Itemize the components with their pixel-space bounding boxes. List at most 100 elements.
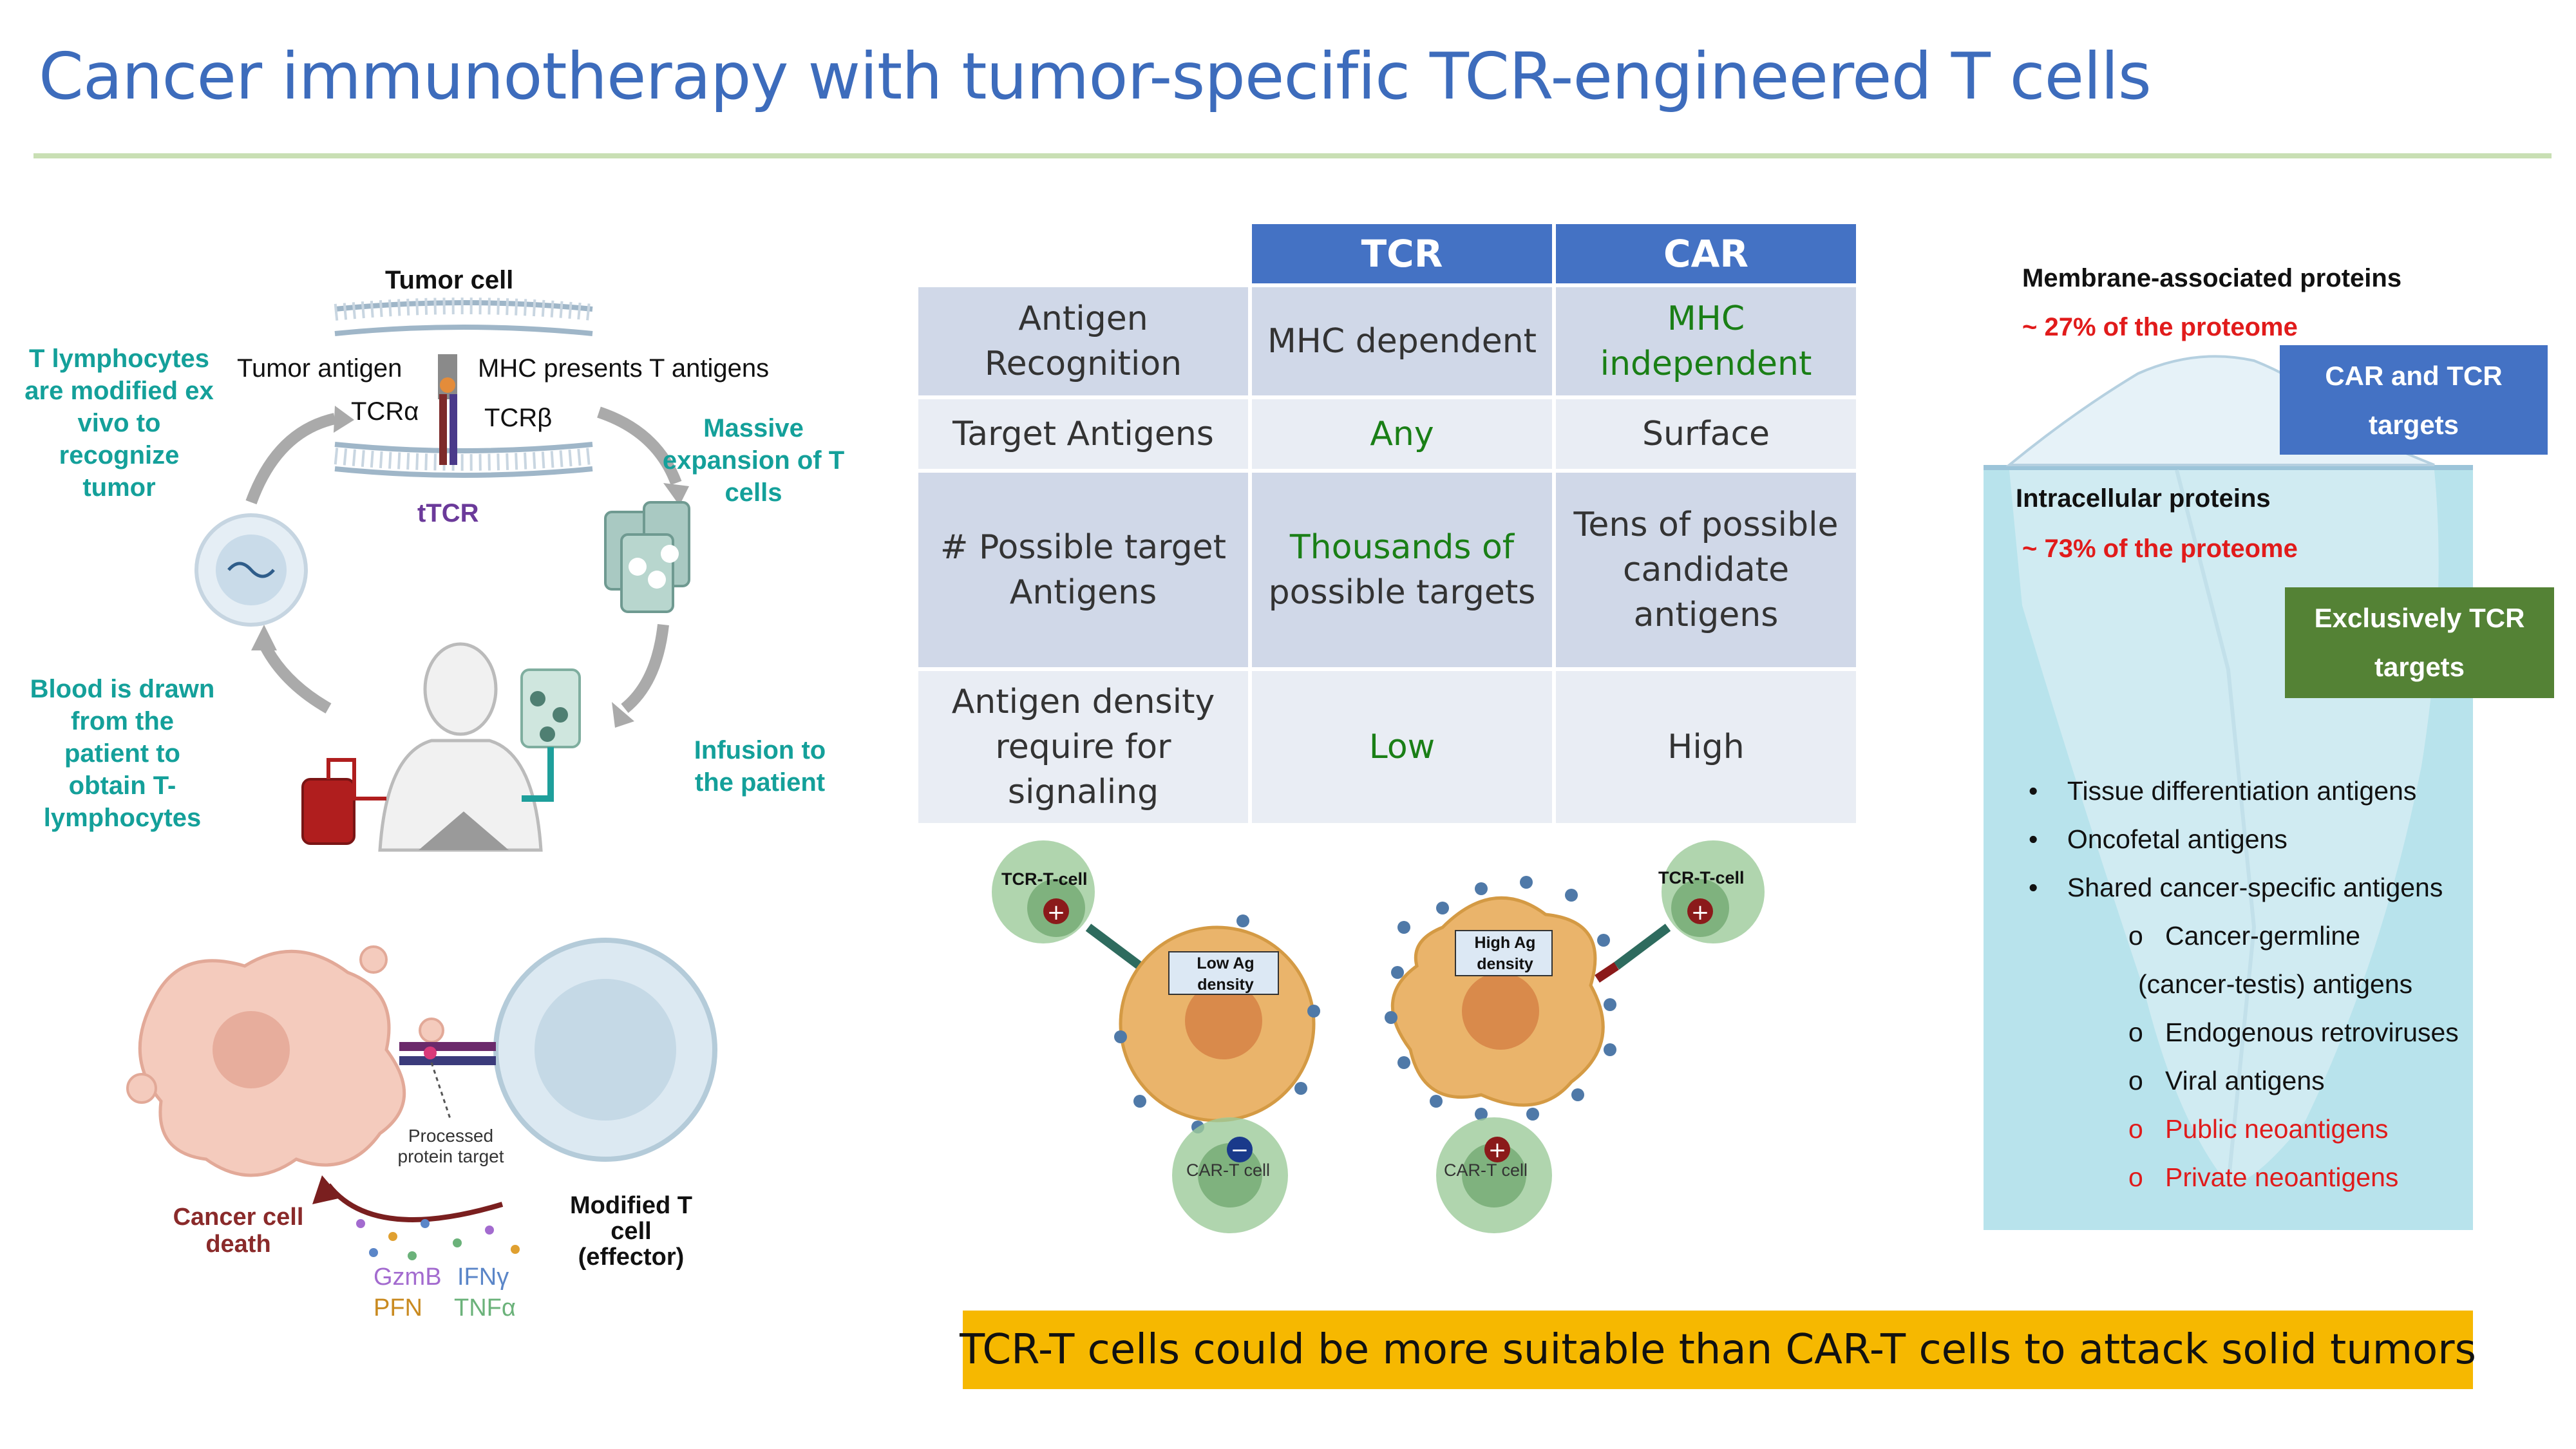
gzmb-label: GzmB: [374, 1264, 442, 1291]
arrow-to-expansion: [597, 406, 682, 486]
antigen-peptide: [440, 377, 455, 393]
car-cell: Surface: [1556, 399, 1856, 469]
row-label: Antigen density require for signaling: [918, 671, 1248, 823]
conclusion-banner: TCR-T cells could be more suitable than …: [960, 1311, 2476, 1389]
arrow-to-modify: [258, 641, 332, 714]
svg-text:+: +: [1691, 900, 1710, 925]
header-tcr: TCR: [1252, 224, 1552, 283]
car-tcr-targets-box: CAR and TCR targets: [2280, 345, 2548, 455]
cell-membrane-upper: [334, 298, 594, 336]
patient-icon: [378, 642, 543, 852]
table-row: # Possible target Antigens Thousands of …: [918, 473, 1856, 667]
table-row: Antigen density require for signaling Lo…: [918, 671, 1856, 823]
step-expansion-label: Massive expansion of T cells: [662, 414, 845, 507]
low-density-box: [1168, 951, 1279, 995]
pfn-label: PFN: [374, 1294, 422, 1321]
row-label: Antigen Recognition: [918, 287, 1248, 395]
membrane-title: Membrane-associated proteins: [2022, 264, 2402, 292]
modified-t-cell-label: Modified T cell (effector): [570, 1192, 692, 1271]
ttcr-label: tTCR: [417, 499, 479, 527]
list-item: o Cancer-germline: [2128, 921, 2361, 951]
tcr-beta-chain: [450, 394, 457, 465]
car-cell: Tens of possible candidate antigens: [1556, 473, 1856, 667]
list-item: (cancer-testis) antigens: [2138, 969, 2413, 999]
car-t-cell-label-left: CAR-T cell: [1186, 1160, 1271, 1180]
car-t-cell-right: +: [1436, 1117, 1552, 1233]
dna-icon: [227, 562, 275, 578]
car-t-cell-left: −: [1172, 1117, 1288, 1233]
antigen-list: • Tissue differentiation antigens • Onco…: [2029, 776, 2459, 1211]
step-infusion-label: Infusion to the patient: [694, 736, 826, 797]
tnfa-label: TNFα: [454, 1294, 516, 1321]
tcr-cell-highlight: Thousands of: [1289, 527, 1515, 567]
list-item: • Tissue differentiation antigens: [2029, 776, 2417, 806]
tumor-cell-high: [1390, 896, 1605, 1107]
list-item: • Shared cancer-specific antigens: [2029, 873, 2443, 902]
page-title: Cancer immunotherapy with tumor-specific…: [39, 39, 2152, 114]
high-density-box: [1455, 930, 1553, 976]
cancer-death-label: Cancer cell death: [173, 1204, 304, 1258]
tcr-cell: Any: [1252, 399, 1552, 469]
tcr-cell: Low: [1252, 671, 1552, 823]
tcr-t-cell-label-right: TCR-T-cell: [1658, 868, 1745, 887]
table-row: Target Antigens Any Surface: [918, 399, 1856, 469]
svg-text:−: −: [1231, 1137, 1249, 1163]
cytokine-dots: [356, 1219, 520, 1260]
tcr-cell-rest: possible targets: [1268, 573, 1536, 612]
tcr-mhc-synapse: [399, 1042, 496, 1065]
killing-illustration: [126, 938, 717, 1260]
list-item: • Oncofetal antigens: [2029, 824, 2287, 854]
tcr-t-cell-right: +: [1662, 840, 1765, 943]
tcr-receptor: [1085, 923, 1143, 970]
antigen-high: [1595, 962, 1619, 983]
pointer-line: [430, 1062, 452, 1121]
processed-target-label: Processed protein target: [397, 1126, 504, 1166]
low-density-label: Low Ag density: [1197, 954, 1255, 994]
step-blood-label: Blood is drawn from the patient to obtai…: [30, 675, 215, 832]
arrow-to-top: [245, 413, 337, 505]
list-item: o Viral antigens: [2128, 1066, 2325, 1095]
mhc-label: MHC presents T antigens: [478, 354, 770, 383]
tcr-alpha-label: TCRα: [351, 397, 419, 426]
antigen-dots-high: [1385, 876, 1616, 1121]
membrane-pct: ~ 27% of the proteome: [2022, 313, 2298, 341]
tumor-antigen-label: Tumor antigen: [237, 354, 402, 383]
cell-membrane-lower: [334, 442, 594, 478]
exclusive-tcr-box: Exclusively TCR targets: [2285, 587, 2554, 698]
car-cell: MHC independent: [1556, 287, 1856, 395]
cancer-cell-icon: [126, 945, 444, 1177]
tcr-cell: Thousands of possible targets: [1252, 473, 1552, 667]
tcr-alpha-chain: [439, 394, 447, 465]
row-label: # Possible target Antigens: [918, 473, 1248, 667]
list-item: o Private neoantigens: [2128, 1162, 2399, 1192]
blood-bag-icon: [301, 758, 386, 845]
high-density-label: High Ag density: [1474, 934, 1536, 973]
killing-arrow: [326, 1183, 504, 1222]
list-item: o Public neoantigens: [2128, 1114, 2389, 1144]
arrow-to-infusion: [621, 624, 669, 714]
svg-text:+: +: [1488, 1137, 1507, 1163]
intracellular-title: Intracellular proteins: [2016, 484, 2271, 513]
infusion-bag-icon: [520, 668, 581, 802]
car-t-cell-label-right: CAR-T cell: [1444, 1160, 1528, 1180]
expansion-bottles-icon: [604, 501, 690, 613]
tcr-t-cell-left: +: [992, 840, 1095, 943]
t-cell-icon: [493, 938, 717, 1162]
header-car: CAR: [1556, 224, 1856, 283]
tcr-vs-car-table: TCR CAR Antigen Recognition MHC dependen…: [914, 220, 1860, 827]
svg-text:+: +: [1047, 900, 1066, 925]
header-blank: [918, 224, 1248, 283]
intracellular-pct: ~ 73% of the proteome: [2022, 535, 2298, 563]
tcr-beta-label: TCRβ: [484, 404, 553, 432]
antigen-density-illustration: + − + +: [992, 840, 1765, 1233]
step-modified-label: T lymphocytes are modified ex vivo to re…: [24, 345, 214, 502]
table-row: Antigen Recognition MHC dependent MHC in…: [918, 287, 1856, 395]
tcr-cell: MHC dependent: [1252, 287, 1552, 395]
tumor-cell-label: Tumor cell: [385, 266, 514, 294]
car-cell: High: [1556, 671, 1856, 823]
title-divider: [33, 153, 2552, 158]
tcr-receptor-right: [1613, 923, 1671, 970]
ifng-label: IFNγ: [457, 1264, 509, 1291]
tcr-t-cell-label-left: TCR-T-cell: [1001, 869, 1088, 889]
cycle-illustration: [194, 298, 690, 852]
